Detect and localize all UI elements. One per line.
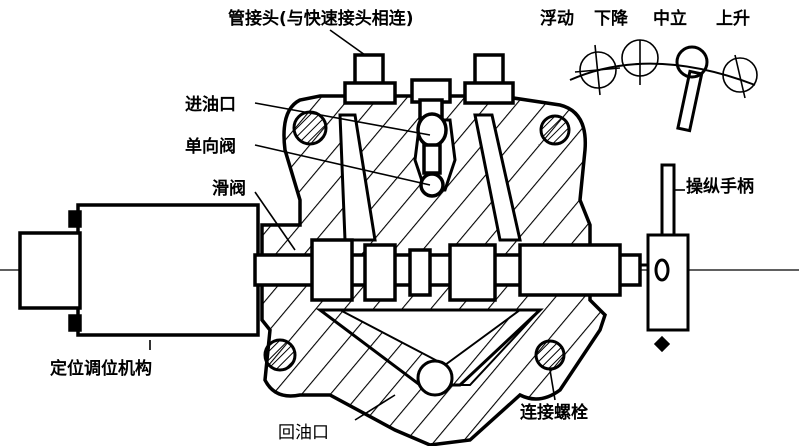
bolt-bottom-right: [534, 339, 566, 371]
label-pipe-joint: 管接头(与快速接头相连): [228, 8, 414, 29]
leader-lines: [149, 29, 685, 421]
label-slide-valve: 滑阀: [212, 178, 246, 199]
bolt-bottom-left: [263, 338, 297, 372]
label-connecting-bolt: 连接螺栓: [520, 402, 588, 423]
label-inlet: 进油口: [185, 94, 236, 115]
slide-valve-spool: [253, 238, 642, 302]
label-control-handle: 操纵手柄: [686, 176, 754, 197]
label-check-valve: 单向阀: [185, 136, 236, 157]
label-float: 浮动: [540, 8, 574, 29]
pipe-joints: [343, 53, 515, 198]
label-lower: 下降: [594, 8, 629, 29]
position-selector: [569, 39, 758, 133]
return-port-circle: [416, 359, 454, 397]
label-positioning-mechanism: 定位调位机构: [50, 358, 152, 379]
positioning-cylinder: [18, 203, 260, 337]
control-handle[interactable]: [640, 163, 690, 353]
label-raise: 上升: [716, 9, 750, 29]
label-return-port: 回油口: [278, 423, 329, 443]
label-neutral: 中立: [653, 8, 687, 29]
bolt-top-left: [292, 110, 328, 146]
bolt-top-right: [539, 114, 571, 146]
